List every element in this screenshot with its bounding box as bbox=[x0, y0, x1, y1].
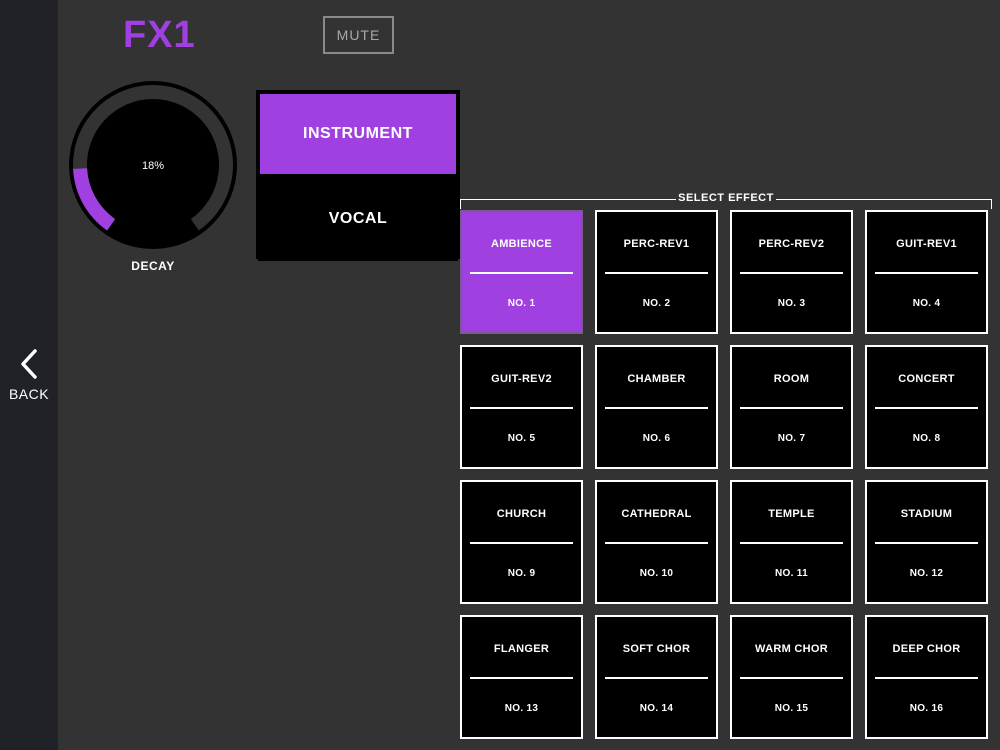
effect-name: TEMPLE bbox=[768, 508, 815, 520]
effect-number: NO. 13 bbox=[504, 703, 539, 714]
effect-tile[interactable]: CATHEDRAL NO. 10 bbox=[595, 480, 718, 604]
back-button[interactable]: BACK bbox=[0, 340, 58, 410]
effect-divider bbox=[740, 677, 843, 679]
effect-divider bbox=[470, 272, 573, 274]
mode-instrument-button[interactable]: INSTRUMENT bbox=[260, 94, 456, 174]
effect-number: NO. 6 bbox=[642, 433, 671, 444]
effect-tile[interactable]: CHAMBER NO. 6 bbox=[595, 345, 718, 469]
effect-name: FLANGER bbox=[493, 643, 550, 655]
mute-button[interactable]: MUTE bbox=[323, 16, 394, 54]
effect-tile[interactable]: WARM CHOR NO. 15 bbox=[730, 615, 853, 739]
effect-divider bbox=[740, 542, 843, 544]
effect-number: NO. 2 bbox=[642, 298, 671, 309]
effect-name: PERC-REV2 bbox=[758, 238, 825, 250]
effect-number: NO. 10 bbox=[639, 568, 674, 579]
knob-value-arc bbox=[73, 167, 116, 231]
effect-divider bbox=[605, 677, 708, 679]
effect-name: CONCERT bbox=[898, 373, 955, 385]
effect-name: GUIT-REV1 bbox=[896, 238, 957, 250]
header-bracket-left bbox=[460, 199, 676, 209]
effect-name: PERC-REV1 bbox=[623, 238, 690, 250]
effect-number: NO. 3 bbox=[777, 298, 806, 309]
mode-selector: INSTRUMENT VOCAL bbox=[256, 90, 460, 261]
effect-divider bbox=[875, 542, 978, 544]
effect-tile[interactable]: TEMPLE NO. 11 bbox=[730, 480, 853, 604]
sidebar: BACK bbox=[0, 0, 58, 750]
effect-name: WARM CHOR bbox=[755, 643, 828, 655]
effect-name: GUIT-REV2 bbox=[491, 373, 552, 385]
effect-number: NO. 7 bbox=[777, 433, 806, 444]
effect-divider bbox=[470, 677, 573, 679]
knob-value-text: 18% bbox=[142, 160, 164, 172]
effect-number: NO. 8 bbox=[912, 433, 941, 444]
effect-tile[interactable]: FLANGER NO. 13 bbox=[460, 615, 583, 739]
mode-vocal-button[interactable]: VOCAL bbox=[258, 176, 458, 261]
effect-name: SOFT CHOR bbox=[622, 643, 691, 655]
effect-name: DEEP CHOR bbox=[892, 643, 961, 655]
effect-name: CHURCH bbox=[496, 508, 547, 520]
effect-name: STADIUM bbox=[900, 508, 953, 520]
effect-divider bbox=[470, 407, 573, 409]
effect-number: NO. 4 bbox=[912, 298, 941, 309]
effect-tile[interactable]: SOFT CHOR NO. 14 bbox=[595, 615, 718, 739]
effect-tile[interactable]: DEEP CHOR NO. 16 bbox=[865, 615, 988, 739]
effect-number: NO. 12 bbox=[909, 568, 944, 579]
effect-tile[interactable]: CONCERT NO. 8 bbox=[865, 345, 988, 469]
chevron-left-icon bbox=[21, 349, 37, 379]
effect-tile[interactable]: CHURCH NO. 9 bbox=[460, 480, 583, 604]
effect-divider bbox=[740, 272, 843, 274]
effect-tile[interactable]: STADIUM NO. 12 bbox=[865, 480, 988, 604]
knob-label: DECAY bbox=[131, 259, 175, 273]
select-effect-header: SELECT EFFECT bbox=[460, 192, 992, 209]
decay-knob[interactable]: 18% bbox=[68, 80, 238, 250]
back-label: BACK bbox=[8, 386, 50, 402]
header-bracket-right bbox=[776, 199, 992, 209]
effect-name: CHAMBER bbox=[627, 373, 686, 385]
effect-divider bbox=[875, 272, 978, 274]
effect-number: NO. 15 bbox=[774, 703, 809, 714]
effect-divider bbox=[605, 542, 708, 544]
knob-graphic: 18% bbox=[69, 81, 237, 249]
effect-divider bbox=[605, 407, 708, 409]
effect-divider bbox=[605, 272, 708, 274]
effect-number: NO. 9 bbox=[507, 568, 536, 579]
effect-number: NO. 5 bbox=[507, 433, 536, 444]
effect-divider bbox=[740, 407, 843, 409]
effect-number: NO. 11 bbox=[775, 568, 808, 579]
effect-number: NO. 1 bbox=[507, 298, 536, 309]
effect-divider bbox=[875, 677, 978, 679]
select-effect-label: SELECT EFFECT bbox=[678, 192, 774, 204]
effect-number: NO. 14 bbox=[639, 703, 674, 714]
effect-tile[interactable]: AMBIENCE NO. 1 bbox=[460, 210, 583, 334]
effect-name: AMBIENCE bbox=[490, 238, 553, 250]
effect-name: CATHEDRAL bbox=[621, 508, 692, 520]
effect-divider bbox=[875, 407, 978, 409]
effect-tile[interactable]: ROOM NO. 7 bbox=[730, 345, 853, 469]
page-title: FX1 bbox=[123, 14, 196, 56]
effect-number: NO. 16 bbox=[909, 703, 944, 714]
effect-divider bbox=[470, 542, 573, 544]
effect-name: ROOM bbox=[773, 373, 810, 385]
